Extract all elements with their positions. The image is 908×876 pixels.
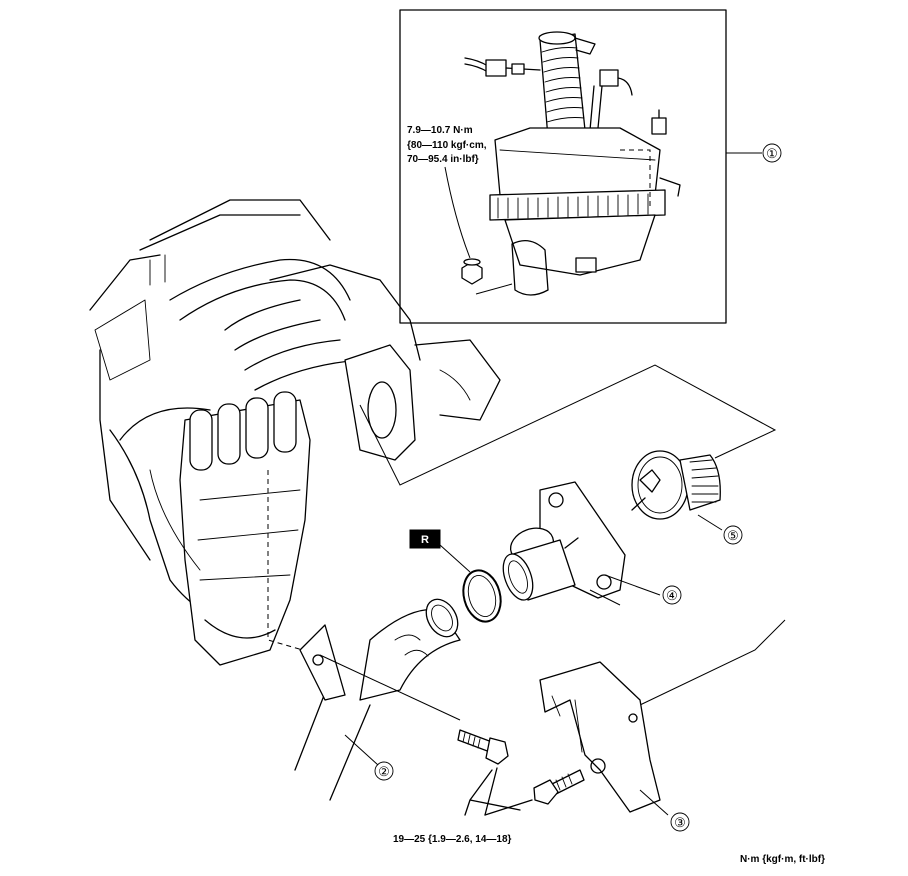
intake-hose <box>538 31 596 139</box>
units-note: N·m {kgf·m, ft·lbf} <box>740 854 825 865</box>
cover-bracket-leader <box>589 589 621 606</box>
bolt-hole-leader <box>475 283 513 295</box>
distributor-centerline <box>267 470 321 656</box>
callout-1: ① <box>726 146 778 161</box>
callout-4-label: ④ <box>666 588 678 603</box>
replace-part-badge: R <box>409 529 441 549</box>
callout-circles <box>374 143 782 832</box>
distributor-cap <box>149 391 311 666</box>
bracket-torque-spec: 19—25 {1.9—2.6, 14—18} <box>393 834 512 845</box>
mounting-bracket <box>539 661 669 816</box>
callout-4: ④ <box>666 588 678 603</box>
callout-3: ③ <box>674 815 686 830</box>
thermostat-cover <box>502 481 661 601</box>
air-cleaner-inset: 7.9—10.7 N·m {80—110 kgf·cm, 70—95.4 in·… <box>399 9 727 324</box>
torque-spec-line-1: 7.9—10.7 N·m <box>407 125 473 136</box>
callout-5: ⑤ <box>727 528 739 543</box>
pipe-bolt-leader <box>319 654 461 721</box>
callout-3-label: ③ <box>674 815 686 830</box>
inset-dashed-leader <box>620 149 651 210</box>
bracket-bolt-upper <box>457 729 509 765</box>
torque-arrow-a <box>484 767 498 816</box>
inset-frame <box>399 9 727 324</box>
bracket-bolt-lower <box>533 769 585 805</box>
callout-1-label: ① <box>766 146 778 161</box>
torque-arrow-b <box>484 799 533 816</box>
o-ring-gasket <box>439 544 502 623</box>
engine-outlet-flange <box>344 339 501 461</box>
sensor-connector <box>464 57 541 77</box>
callout-2-label: ② <box>378 764 390 779</box>
thermostat <box>631 450 723 531</box>
torque-bracket-arrow <box>464 769 521 816</box>
air-cleaner-housing <box>489 127 681 296</box>
bracket-outline-leader <box>639 619 786 706</box>
engine-block <box>89 199 501 666</box>
vacuum-connector <box>589 69 667 135</box>
callout-2: ② <box>378 764 390 779</box>
water-pipe <box>294 598 461 801</box>
callout-5-label: ⑤ <box>727 528 739 543</box>
air-cleaner-bolt <box>444 166 483 285</box>
thermostat-location-leader <box>359 364 777 486</box>
torque-spec-line-3: 70—95.4 in·lbf} <box>407 154 479 165</box>
replace-badge-label: R <box>421 534 429 546</box>
torque-spec-line-2: {80—110 kgf·cm, <box>407 140 487 151</box>
